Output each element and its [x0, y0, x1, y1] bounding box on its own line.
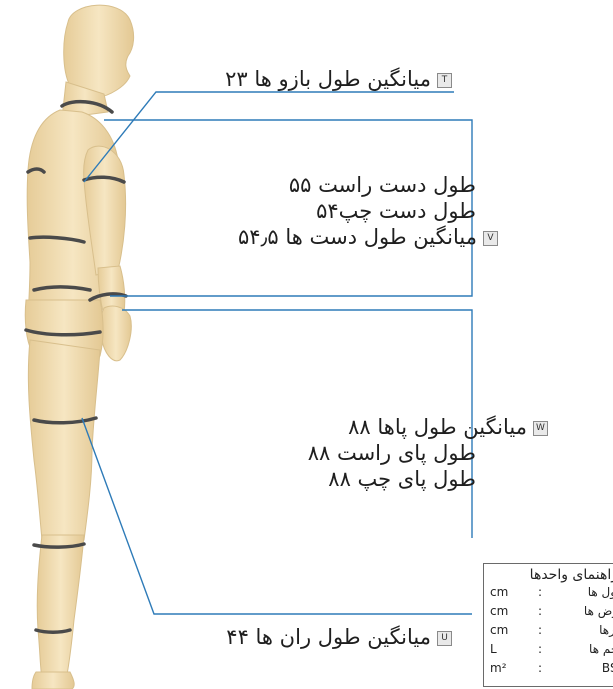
label-W-line-2: طول پای راست ۸۸: [308, 441, 476, 465]
label-V-line-3: میانگین طول دست ها ۵۴٫۵: [238, 225, 477, 249]
legend-row-circumferences: دورها : cm: [484, 623, 613, 642]
legend-title: راهنمای واحدها: [484, 564, 613, 585]
legend-row-unit: cm: [490, 585, 508, 599]
label-V-line-1: طول دست راست ۵۵: [289, 173, 476, 197]
label-W-line-3: طول پای چپ ۸۸: [328, 467, 476, 491]
legend-row-lengths: طول ها : cm: [484, 585, 613, 604]
legend-row-unit: L: [490, 642, 497, 656]
legend-row-name: BSA: [602, 661, 613, 675]
label-arm-length-avg: T میانگین طول بازو ها ۲۳: [174, 66, 452, 92]
leader-lines: [82, 92, 472, 614]
foot: [32, 672, 74, 689]
legend-row-bsa: BSA : m²: [484, 661, 613, 680]
legend-row-colon: :: [538, 585, 542, 599]
tag-T: T: [437, 73, 452, 88]
legend-row-unit: m²: [490, 661, 507, 675]
legend-row-colon: :: [538, 604, 542, 618]
tag-W: W: [533, 421, 548, 436]
legend-row-name: دورها: [599, 623, 613, 637]
legend-row-unit: cm: [490, 623, 508, 637]
label-W-line-1: میانگین طول پاها ۸۸: [348, 415, 527, 439]
tag-U: U: [437, 631, 452, 646]
legend-row-unit: cm: [490, 604, 508, 618]
legend-row-name: حجم ها: [589, 642, 613, 656]
leader-T: [84, 92, 454, 182]
mannequin: [25, 5, 133, 689]
label-hand-lengths: طول دست راست ۵۵ طول دست چپ۵۴ Vمیانگین طو…: [250, 172, 548, 250]
legend-row-widths: عرض ها : cm: [484, 604, 613, 623]
label-leg-lengths: W میانگین طول پاها ۸۸ طول پای راست ۸۸ طول…: [280, 414, 548, 492]
legend-row-colon: :: [538, 661, 542, 675]
legend-row-name: طول ها: [588, 585, 613, 599]
legend-row-volumes: حجم ها : L: [484, 642, 613, 661]
hand: [101, 306, 132, 361]
legend-row-name: عرض ها: [584, 604, 613, 618]
tag-V: V: [483, 231, 498, 246]
label-U-text: میانگین طول ران ها ۴۴: [226, 625, 431, 649]
thigh: [28, 340, 100, 540]
legend-row-colon: :: [538, 623, 542, 637]
units-legend: راهنمای واحدها طول ها : cm عرض ها : cm د…: [483, 563, 613, 687]
lower-leg: [37, 535, 84, 680]
label-T-text: میانگین طول بازو ها ۲۳: [225, 67, 431, 91]
label-V-line-2: طول دست چپ۵۴: [316, 199, 476, 223]
label-thigh-length-avg: U میانگین طول ران ها ۴۴: [160, 624, 452, 650]
legend-row-colon: :: [538, 642, 542, 656]
